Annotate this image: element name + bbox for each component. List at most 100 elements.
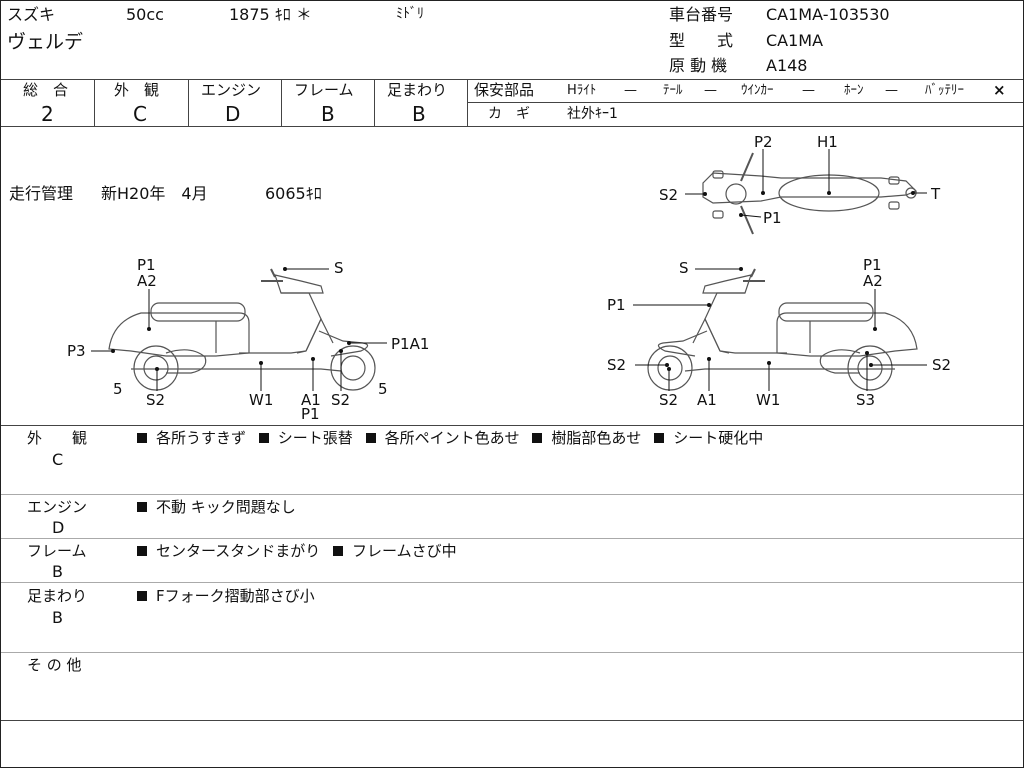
grade-engine-label: エンジン [201,81,262,99]
dlabel-left-p1a1: P1A1 [391,335,429,353]
remark-exterior-items: 各所うすきず シート張替 各所ペイント色あせ 樹脂部色あせ シート硬化中 [137,431,763,446]
left-view-points [111,267,351,371]
bullet-square-icon [137,546,147,556]
remark-engine-grade: D [52,518,65,537]
scooter-diagrams: P2 H1 S2 T P1 [67,133,951,423]
divider [188,79,189,126]
grade-suspension-value: B [412,102,426,126]
dlabel-left-w1: W1 [249,391,273,409]
grade-engine-value: D [225,102,241,126]
divider [374,79,375,126]
safety-winker-status: — [802,83,815,98]
remark-item: 各所うすきず [156,429,247,447]
mileage-mgmt-period: 新H20年 4月 [101,184,208,203]
type-label: 型 式 [669,31,734,50]
displacement: 50cc [126,5,164,24]
maker: スズキ [7,5,56,24]
divider [1,79,1023,80]
dlabel-top-p2: P2 [754,133,773,151]
dlabel-left-s2-rear: S2 [146,391,165,409]
dlabel-right-a1: A1 [697,391,717,409]
bullet-square-icon [137,591,147,601]
dlabel-left-a1: A1 [301,391,321,409]
divider [1,494,1023,495]
dlabel-top-t: T [930,185,941,203]
dlabel-right-p1: P1 [607,296,626,314]
dlabel-left-p1-bottom: P1 [301,405,320,423]
dlabel-right-s3: S3 [856,391,875,409]
dlabel-left-5-front: 5 [378,380,388,398]
safety-horn-name: ﾎｰﾝ [844,83,864,98]
remark-item: Fフォーク摺動部さび小 [156,587,315,605]
remark-item: シート張替 [277,429,353,447]
grade-suspension-label: 足まわり [387,81,448,99]
grade-frame-value: B [321,102,335,126]
divider [94,79,95,126]
mileage-mgmt-label: 走行管理 [9,184,74,203]
divider [281,79,282,126]
model-name: ヴェルデ [7,31,84,53]
remark-engine-items: 不動 キック問題なし [137,500,296,515]
frame-no: CA1MA-103530 [766,5,890,24]
type-value: CA1MA [766,31,824,50]
bullet-square-icon [654,433,665,443]
remark-frame-grade: B [52,562,63,581]
dlabel-right-p1-top: P1 [863,256,882,274]
safety-label: 保安部品 [474,81,535,99]
dlabel-right-s2-left: S2 [607,356,626,374]
mileage-mgmt-km: 6065ｷﾛ [265,184,322,203]
bullet-square-icon [258,433,269,443]
dlabel-top-h1: H1 [817,133,838,151]
grade-overall-label: 総 合 [23,81,69,99]
bullet-square-icon [532,433,543,443]
divider [1,582,1023,583]
key-label: カ ギ [488,106,530,122]
dlabel-top-s2: S2 [659,186,678,204]
remark-item: シート硬化中 [673,429,764,447]
remark-suspension-title: 足まわり [27,587,88,605]
remark-exterior-title: 外 観 [27,429,88,447]
divider [1,538,1023,539]
right-view-points [665,267,877,371]
grade-frame-label: フレーム [294,81,354,99]
color: ﾐﾄﾞﾘ [396,6,424,22]
grade-overall-value: 2 [41,102,54,126]
top-view-leaders [685,149,927,218]
dlabel-right-s2-bottom: S2 [659,391,678,409]
dlabel-left-5-rear: 5 [113,380,123,398]
remark-other-title: そ の 他 [27,656,82,674]
dlabel-right-s2-right: S2 [932,356,951,374]
safety-headlight-status: — [624,83,637,98]
bullet-square-icon [137,433,147,443]
remark-frame-title: フレーム [27,542,87,560]
safety-battery-name: ﾊﾞｯﾃﾘｰ [925,83,964,98]
safety-tail-name: ﾃｰﾙ [663,83,683,98]
remark-exterior-grade: C [52,450,64,469]
safety-headlight-name: Hﾗｲﾄ [567,83,597,98]
scooter-left-view [108,268,376,391]
remark-item: センタースタンドまがり [156,542,321,560]
dlabel-left-s: S [334,259,344,277]
divider [467,102,1023,103]
dlabel-right-w1: W1 [756,391,780,409]
dlabel-top-p1: P1 [763,209,782,227]
frame-no-label: 車台番号 [669,5,734,24]
remark-item: 樹脂部色あせ [551,429,642,447]
dlabel-left-p1: P1 [137,256,156,274]
remark-engine-title: エンジン [27,498,88,516]
dlabel-right-s: S [679,259,689,277]
divider [1,652,1023,653]
grade-exterior-value: C [133,102,147,126]
bullet-square-icon [365,433,376,443]
divider [1,425,1023,426]
dlabel-left-a2: A2 [137,272,157,290]
remark-frame-items: センタースタンドまがり フレームさび中 [137,544,457,559]
bullet-square-icon [137,502,147,512]
top-view-points [703,191,915,217]
remark-suspension-items: Fフォーク摺動部さび小 [137,589,315,604]
remark-item: フレームさび中 [352,542,457,560]
divider [1,720,1023,721]
safety-battery-status: × [993,81,1006,99]
remark-suspension-grade: B [52,608,63,627]
